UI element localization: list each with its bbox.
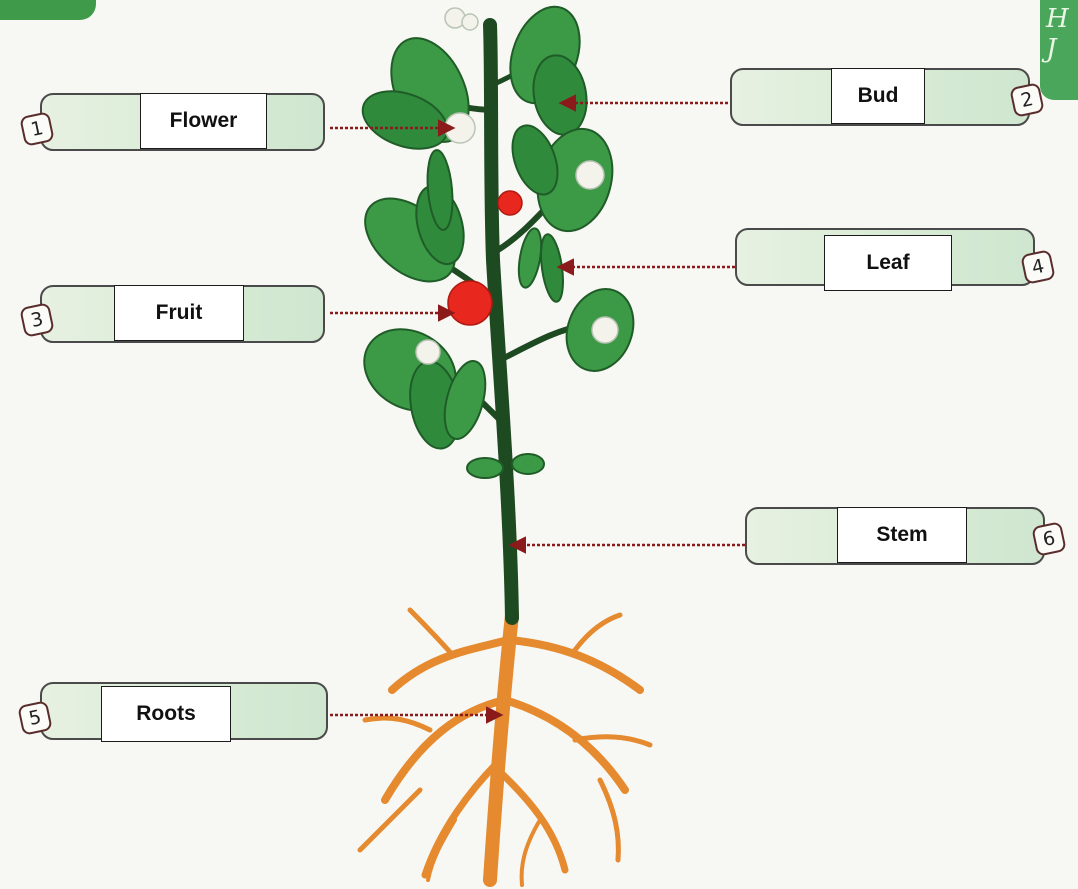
answer-box-stem[interactable]: Stem: [837, 507, 967, 563]
answer-box-flower[interactable]: Flower: [140, 93, 267, 149]
answer-box-roots[interactable]: Roots: [101, 686, 231, 742]
answer-box-fruit[interactable]: Fruit: [114, 285, 244, 341]
answer-box-leaf[interactable]: Leaf: [824, 235, 952, 291]
roots: [360, 610, 650, 885]
answer-box-bud[interactable]: Bud: [831, 68, 925, 124]
